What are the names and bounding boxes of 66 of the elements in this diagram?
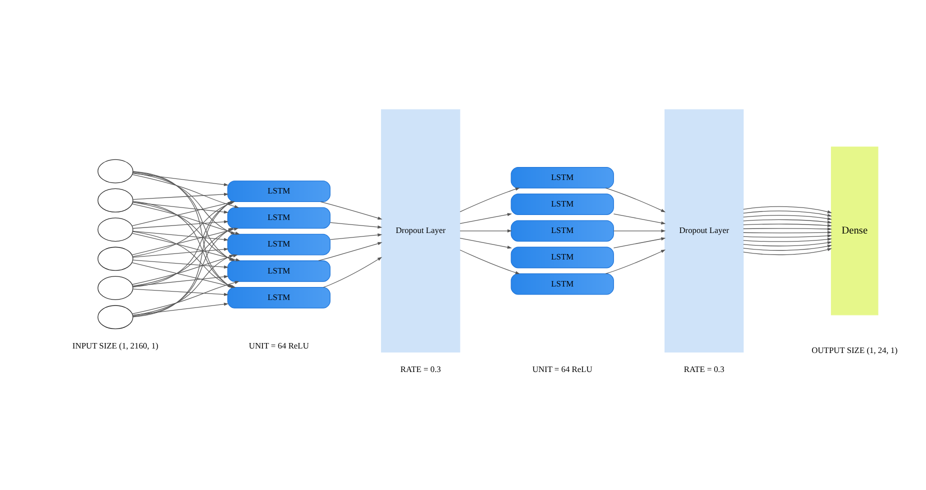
arrow bbox=[460, 249, 520, 274]
node-box: LSTM bbox=[510, 246, 614, 268]
node-box: LSTM bbox=[227, 233, 330, 255]
node-box: LSTM bbox=[227, 260, 330, 282]
label: INPUT SIZE (1, 2160, 1) bbox=[72, 340, 158, 350]
arrow bbox=[605, 187, 666, 212]
node-circle bbox=[98, 188, 134, 212]
arrow bbox=[132, 259, 229, 268]
arrow bbox=[460, 187, 520, 212]
node-box: LSTM bbox=[227, 180, 330, 202]
arrow bbox=[132, 247, 229, 258]
arrow bbox=[132, 230, 229, 241]
arrow bbox=[743, 218, 832, 224]
arrow bbox=[318, 242, 382, 261]
arrow bbox=[330, 222, 382, 228]
arrow bbox=[613, 228, 666, 232]
node-box: Dropout Layer bbox=[381, 108, 460, 352]
node-box: LSTM bbox=[510, 166, 614, 188]
node-box: LSTM bbox=[227, 206, 330, 228]
node-box: LSTM bbox=[227, 286, 330, 308]
arrow bbox=[743, 230, 832, 234]
arrow bbox=[132, 274, 229, 286]
label: RATE = 0.3 bbox=[400, 363, 441, 374]
node-box: Dense bbox=[830, 146, 878, 315]
arrow bbox=[743, 223, 832, 227]
arrow bbox=[132, 220, 229, 228]
arrow bbox=[132, 254, 238, 284]
arrow bbox=[320, 200, 382, 220]
arrow bbox=[743, 206, 832, 213]
arrow bbox=[330, 232, 382, 240]
arrow bbox=[132, 203, 240, 234]
arrow bbox=[743, 210, 832, 216]
node-circle bbox=[98, 158, 134, 183]
arrow bbox=[132, 302, 229, 315]
arrow bbox=[460, 228, 512, 232]
arrow bbox=[132, 172, 229, 186]
arrow bbox=[743, 244, 832, 250]
arrow bbox=[132, 280, 240, 314]
label: UNIT = 64 ReLU bbox=[248, 340, 309, 350]
label: OUTPUT SIZE (1, 24, 1) bbox=[812, 344, 898, 355]
arrow bbox=[132, 192, 229, 200]
arrow bbox=[460, 212, 512, 224]
node-box: LSTM bbox=[510, 193, 614, 214]
node-box: LSTM bbox=[510, 272, 614, 294]
label: RATE = 0.3 bbox=[684, 363, 724, 374]
arrow bbox=[743, 234, 832, 238]
label: UNIT = 64 ReLU bbox=[532, 363, 592, 374]
arrow bbox=[613, 236, 666, 248]
arrow bbox=[743, 248, 832, 255]
arrow bbox=[605, 249, 666, 274]
node-circle bbox=[98, 276, 134, 300]
arrow bbox=[613, 213, 666, 224]
arrow bbox=[323, 256, 382, 288]
node-circle bbox=[98, 246, 134, 270]
arrow bbox=[132, 174, 240, 208]
arrow bbox=[743, 214, 832, 220]
arrow bbox=[132, 201, 229, 214]
arrow bbox=[743, 240, 832, 246]
arrow bbox=[460, 237, 512, 248]
node-box: Dropout Layer bbox=[664, 108, 744, 352]
arrow bbox=[743, 226, 832, 230]
node-box: LSTM bbox=[510, 220, 614, 242]
arrow bbox=[132, 288, 229, 296]
arrow bbox=[743, 237, 832, 242]
node-circle bbox=[98, 217, 134, 242]
node-circle bbox=[98, 304, 134, 329]
